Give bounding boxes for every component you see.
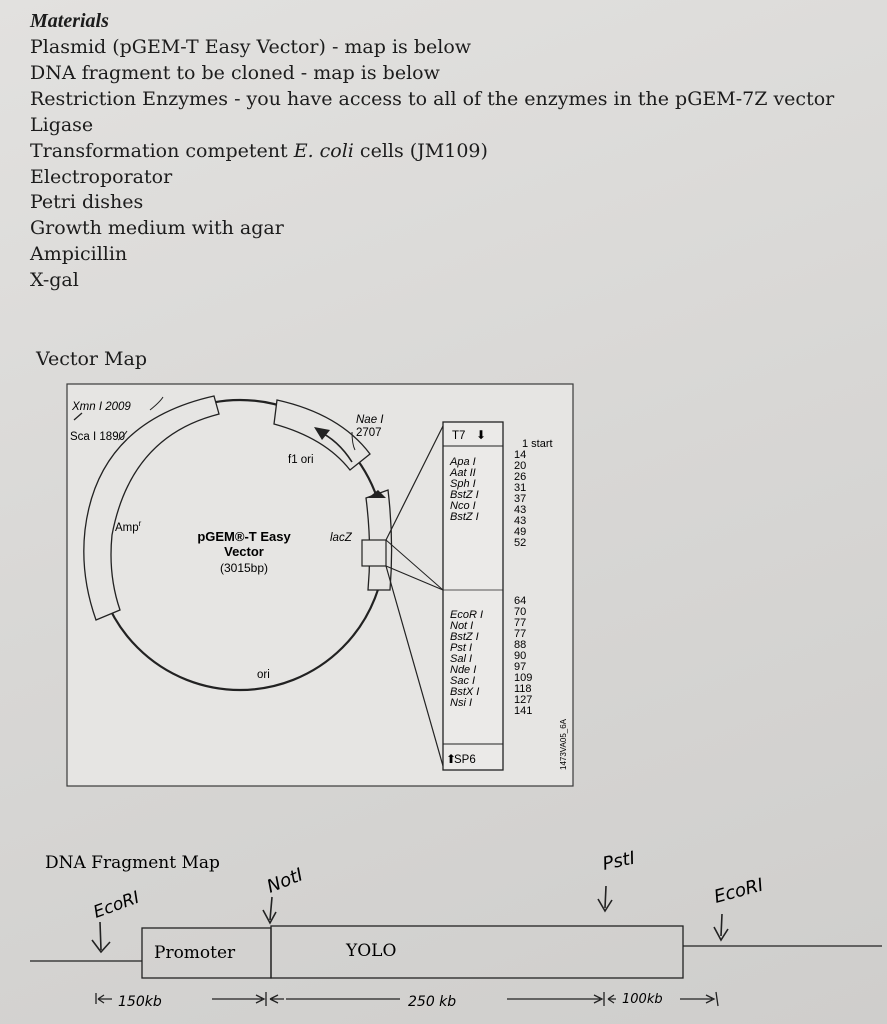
yolo-box — [270, 925, 684, 979]
sp6-arrow-icon: ⬆ — [446, 752, 456, 766]
position-label: 77 — [514, 617, 526, 629]
ori-label: ori — [257, 669, 270, 681]
position-label: 49 — [514, 526, 526, 538]
position-label: 43 — [514, 515, 526, 527]
enzyme-label: Pst I — [450, 642, 472, 654]
yolo-label: YOLO — [345, 941, 396, 961]
nae-position: 2707 — [356, 427, 382, 439]
vector-name-line2: Vector — [224, 544, 264, 559]
position-label: 97 — [514, 661, 526, 673]
enzyme-label: Nde I — [450, 664, 476, 676]
enzyme-label: Sal I — [450, 653, 472, 665]
start-label: 1 start — [522, 438, 553, 450]
material-item: Electroporator — [30, 165, 173, 188]
t7-label: T7 — [452, 430, 465, 442]
materials-heading: Materials — [30, 10, 109, 32]
material-item: Ligase — [30, 113, 94, 136]
position-label: 14 — [514, 449, 526, 461]
position-label: 127 — [514, 694, 532, 706]
ecori-right-label: EcoRI — [712, 875, 766, 908]
f1-ori-label: f1 ori — [288, 454, 314, 466]
material-text: cells (JM109) — [353, 139, 488, 162]
position-label: 109 — [514, 672, 532, 684]
enzyme-label: Not I — [450, 620, 473, 632]
catalog-number: 1473VA05_6A — [559, 718, 568, 770]
enzyme-label: Sac I — [450, 675, 475, 687]
length-label-3: 100kb — [622, 992, 663, 1007]
material-text: Transformation competent — [30, 139, 294, 162]
xmn-label: Xmn I 2009 — [71, 401, 131, 413]
amp-gene-box — [73, 395, 220, 621]
position-label: 118 — [514, 683, 532, 695]
material-item: Plasmid (pGEM-T Easy Vector) - map is be… — [30, 36, 472, 58]
vector-name-line1: pGEM®-T Easy — [197, 529, 291, 544]
enzyme-label: Nsi I — [450, 697, 472, 709]
noti-label: NotI — [264, 864, 306, 897]
position-label: 90 — [514, 650, 526, 662]
material-item: Growth medium with agar — [30, 217, 284, 240]
position-label: 52 — [514, 537, 526, 549]
site-arrows — [91, 885, 729, 954]
material-item: Restriction Enzymes - you have access to… — [30, 87, 835, 110]
enzyme-label: BstZ I — [450, 631, 479, 643]
lower-position-list: 64 70 77 77 88 90 97 109 118 127 141 — [514, 595, 532, 717]
down-arrow-icon — [597, 885, 613, 913]
nae-label: Nae I — [356, 414, 384, 426]
length-label-2: 250 kb — [408, 994, 456, 1010]
down-arrow-icon — [262, 896, 277, 925]
position-label: 20 — [514, 460, 526, 472]
lower-enzyme-list: EcoR I Not I BstZ I Pst I Sal I Nde I Sa… — [450, 609, 483, 709]
lacz-label: lacZ — [330, 532, 353, 544]
enzyme-label: BstZ I — [450, 511, 479, 523]
enzyme-label: Apa I — [449, 456, 476, 468]
length-label-1: 150kb — [118, 994, 162, 1010]
mcs-column — [442, 421, 504, 771]
position-label: 141 — [514, 705, 532, 717]
position-label: 37 — [514, 493, 526, 505]
materials-section: Materials Plasmid (pGEM-T Easy Vector) -… — [30, 10, 850, 294]
position-label: 70 — [514, 606, 526, 618]
material-item: Transformation competent E. coli cells (… — [30, 139, 850, 165]
position-label: 64 — [514, 595, 526, 607]
promoter-label: Promoter — [154, 943, 236, 963]
sp6-label: SP6 — [454, 754, 476, 766]
position-label: 26 — [514, 471, 526, 483]
t7-arrow-icon: ⬇ — [476, 428, 486, 442]
amp-label-text: Amp — [115, 522, 139, 534]
down-arrow-icon — [713, 913, 729, 942]
sca-label: Sca I 1890 — [70, 431, 125, 443]
enzyme-label: Aat II — [449, 467, 476, 479]
enzyme-label: EcoR I — [450, 609, 483, 621]
upper-enzyme-list: Apa I Aat II Sph I BstZ I Nco I BstZ I — [449, 456, 479, 523]
enzyme-label: Sph I — [450, 478, 476, 490]
position-label: 43 — [514, 504, 526, 516]
material-item: DNA fragment to be cloned - map is below — [30, 61, 440, 84]
position-label: 77 — [514, 628, 526, 640]
material-item: X-gal — [30, 269, 79, 292]
position-label: 88 — [514, 639, 526, 651]
enzyme-label: BstX I — [450, 686, 479, 698]
vector-map-title: Vector Map — [36, 348, 148, 370]
ecori-left-label: EcoRI — [91, 888, 142, 923]
material-item: Ampicillin — [30, 243, 128, 266]
position-label: 31 — [514, 482, 526, 494]
amp-label: Ampr — [115, 519, 142, 534]
enzyme-label: BstZ I — [450, 489, 479, 501]
upper-position-list: 14 20 26 31 37 43 43 49 52 — [514, 449, 526, 549]
down-arrow-icon — [91, 921, 111, 954]
length-annotations — [95, 991, 719, 1007]
amp-label-sup: r — [139, 519, 142, 528]
psti-label: PstI — [601, 848, 637, 875]
enzyme-label: Nco I — [450, 500, 476, 512]
material-item: Petri dishes — [30, 191, 144, 214]
vector-size: (3015bp) — [220, 561, 268, 575]
ecoli-italic: E. coli — [293, 139, 354, 162]
fragment-map-title: DNA Fragment Map — [45, 853, 220, 873]
